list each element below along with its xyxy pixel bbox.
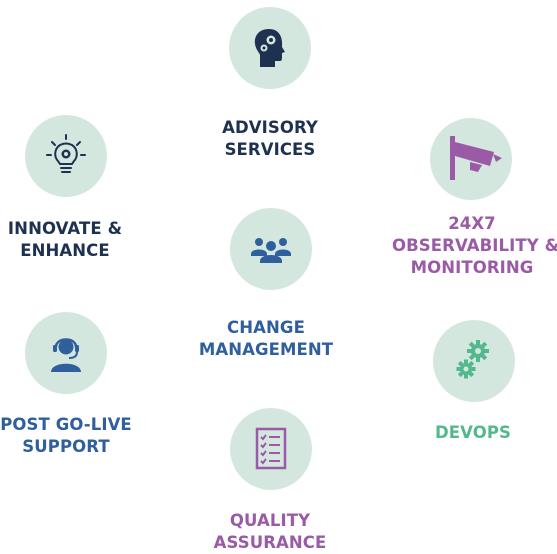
service-qa-label: QUALITY ASSURANCE	[213, 511, 327, 552]
head-gears-icon	[229, 7, 311, 89]
lightbulb-gear-icon	[25, 115, 107, 197]
service-change-label: CHANGE MANAGEMENT	[198, 318, 334, 359]
headset-agent-icon	[25, 312, 107, 394]
team-icon	[230, 208, 312, 290]
checklist-icon	[230, 408, 312, 490]
service-observability-label: 24X7 OBSERVABILITY & MONITORING	[392, 214, 557, 277]
security-camera-icon	[430, 118, 512, 200]
service-devops-label: DEVOPS	[434, 423, 512, 442]
service-support-label: POST GO-LIVE SUPPORT	[0, 415, 132, 456]
service-advisory-label: ADVISORY SERVICES	[222, 118, 318, 159]
service-innovate-label: INNOVATE & ENHANCE	[7, 219, 123, 260]
gears-icon	[433, 320, 515, 402]
